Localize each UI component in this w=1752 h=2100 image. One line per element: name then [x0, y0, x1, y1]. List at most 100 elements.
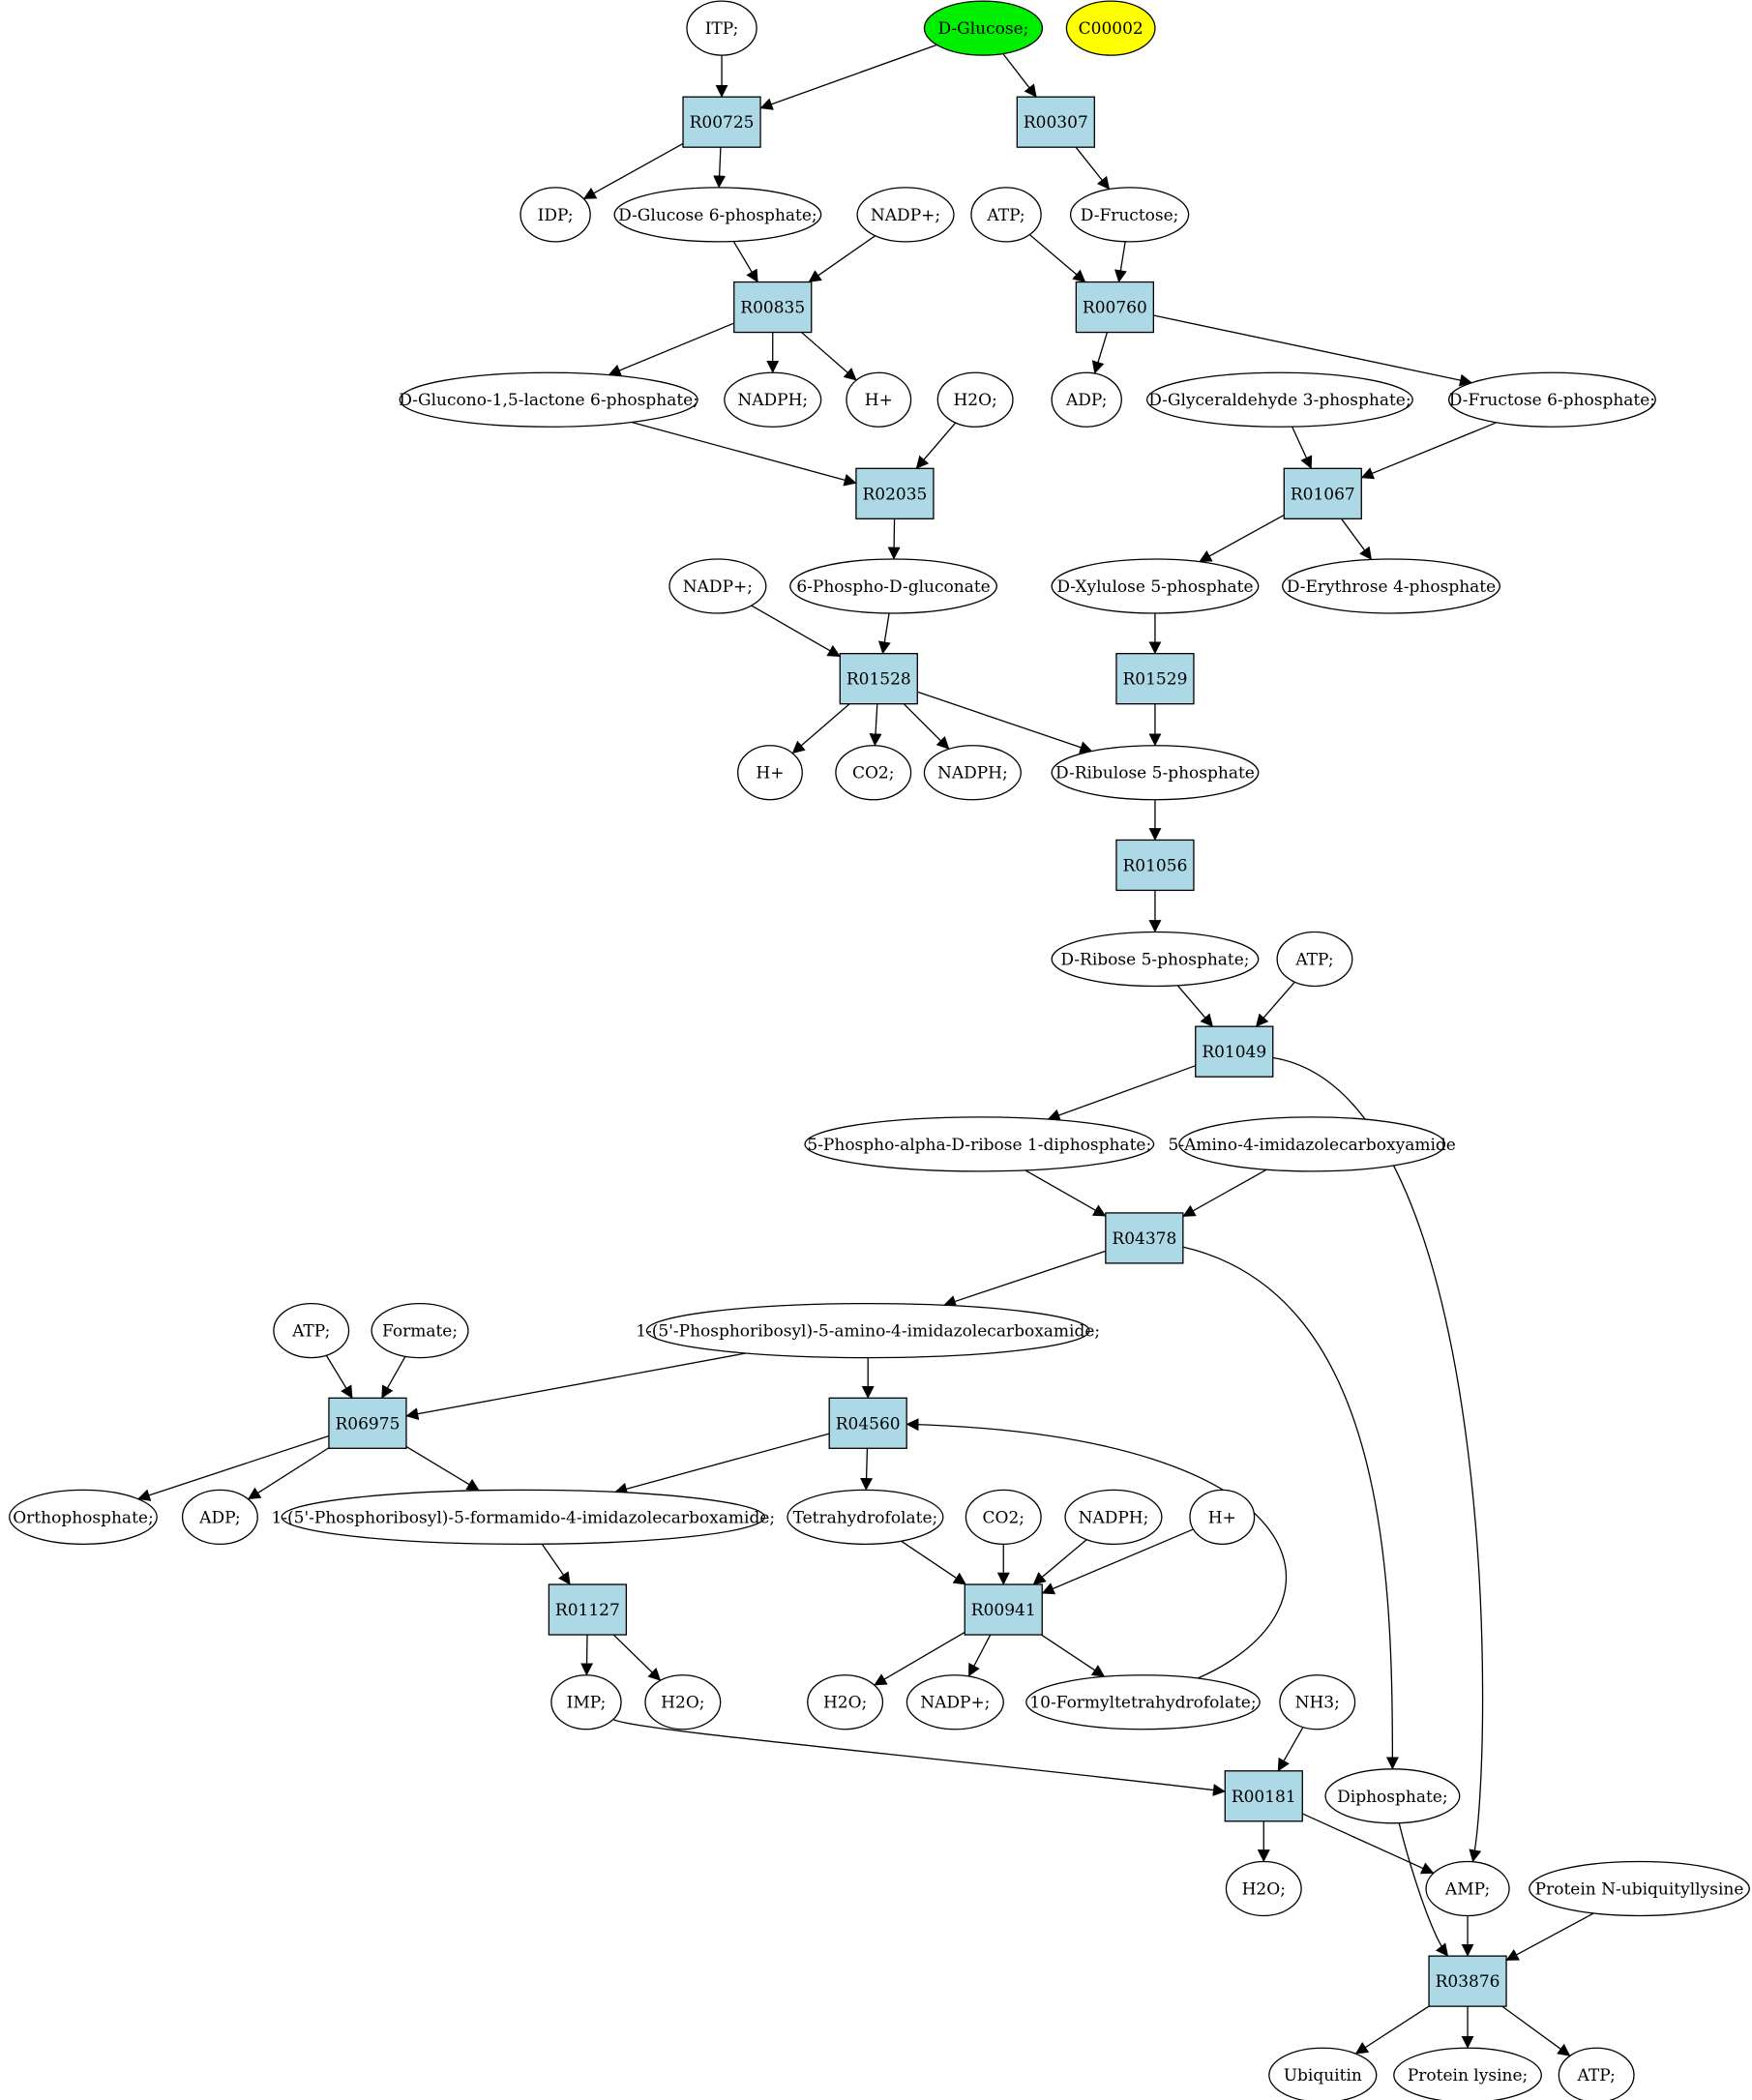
- compound-d-glucose[interactable]: D-Glucose;: [923, 0, 1044, 56]
- compound-atp-3[interactable]: ATP;: [273, 1302, 350, 1359]
- compound-aicar[interactable]: 1-(5'-Phosphoribosyl)-5-amino-4-imidazol…: [636, 1302, 1100, 1359]
- reaction-r04378[interactable]: R04378: [1105, 1212, 1184, 1264]
- compound-adp-2[interactable]: ADP;: [181, 1489, 258, 1546]
- reaction-box: [1195, 1025, 1274, 1078]
- compound-h2o-2[interactable]: H2O;: [644, 1674, 722, 1730]
- reaction-r00760[interactable]: R00760: [1075, 281, 1154, 334]
- compound-ellipse: [1145, 371, 1413, 428]
- node-label: H2O;: [823, 1694, 867, 1713]
- edge-glucono_lactone-to-r02035: [631, 421, 857, 487]
- compound-prpp[interactable]: 5-Phospho-alpha-D-ribose 1-diphosphate;: [804, 1116, 1155, 1172]
- reaction-r01056[interactable]: R01056: [1115, 839, 1195, 892]
- reaction-r00941[interactable]: R00941: [964, 1583, 1043, 1636]
- compound-atp-1[interactable]: ATP;: [970, 187, 1042, 243]
- compound-co2-1[interactable]: CO2;: [835, 745, 912, 801]
- compound-idp[interactable]: IDP;: [520, 187, 591, 243]
- compound-h2o-3[interactable]: H2O;: [807, 1674, 884, 1730]
- reaction-r06975[interactable]: R06975: [328, 1397, 407, 1449]
- node-label: R01528: [846, 670, 911, 690]
- compound-nadp-1[interactable]: NADP+;: [856, 187, 955, 243]
- compound-itp[interactable]: ITP;: [686, 0, 757, 56]
- node-label: Tetrahydrofolate;: [793, 1508, 938, 1527]
- compound-atp-2[interactable]: ATP;: [1276, 931, 1353, 988]
- edge-atp_3-to-r06975: [325, 1354, 353, 1399]
- compound-faicar[interactable]: 1-(5'-Phosphoribosyl)-5-formamido-4-imid…: [271, 1489, 775, 1546]
- compound-imp[interactable]: IMP;: [550, 1674, 622, 1730]
- compound-nadp-3[interactable]: NADP+;: [906, 1674, 1004, 1730]
- compound-fructose-6p[interactable]: D-Fructose 6-phosphate;: [1447, 371, 1656, 428]
- compound-thf[interactable]: Tetrahydrofolate;: [787, 1489, 944, 1546]
- reaction-r00307[interactable]: R00307: [1016, 96, 1095, 148]
- compound-h2o-4[interactable]: H2O;: [1225, 1860, 1302, 1917]
- compound-ellipse: [645, 1302, 1090, 1359]
- node-label: NADP+;: [920, 1694, 990, 1713]
- compound-nadph-2[interactable]: NADPH;: [923, 745, 1022, 801]
- compound-orthophosphate[interactable]: Orthophosphate;: [9, 1489, 158, 1546]
- node-label: ADP;: [1065, 391, 1107, 410]
- compound-nadp-2[interactable]: NADP+;: [668, 558, 767, 614]
- reaction-r02035[interactable]: R02035: [855, 467, 935, 519]
- compound-h2o-1[interactable]: H2O;: [936, 371, 1014, 428]
- compound-h-1[interactable]: H+: [846, 371, 912, 428]
- compound-xylulose-5p[interactable]: D-Xylulose 5-phosphate: [1051, 558, 1260, 614]
- compound-adp-1[interactable]: ADP;: [1051, 371, 1122, 428]
- compound-glucono-lactone[interactable]: D-Glucono-1,5-lactone 6-phosphate;: [399, 371, 698, 428]
- reaction-r00181[interactable]: R00181: [1224, 1770, 1303, 1822]
- compound-protein-ub-lys[interactable]: Protein N-ubiquityllysine: [1529, 1860, 1750, 1917]
- edge-protein_ub_lys-to-r03876: [1505, 1912, 1594, 1962]
- edge-r04378-to-diphosphate: [1182, 1246, 1399, 1770]
- compound-h-3[interactable]: H+: [1189, 1489, 1256, 1546]
- compound-amp[interactable]: AMP;: [1425, 1860, 1510, 1917]
- reaction-r01127[interactable]: R01127: [548, 1583, 628, 1636]
- reaction-r01529[interactable]: R01529: [1115, 653, 1195, 705]
- compound-atp-4[interactable]: ATP;: [1558, 2047, 1635, 2100]
- compound-ribulose-5p[interactable]: D-Ribulose 5-phosphate: [1051, 745, 1260, 801]
- compound-co2-2[interactable]: CO2;: [965, 1489, 1042, 1546]
- compound-nh3[interactable]: NH3;: [1279, 1674, 1356, 1730]
- compound-ellipse: [1189, 1489, 1256, 1546]
- reaction-box: [1075, 281, 1154, 334]
- compound-h-2[interactable]: H+: [737, 745, 803, 801]
- reaction-r01049[interactable]: R01049: [1195, 1025, 1274, 1078]
- edge-nadph_3-to-r00941: [1032, 1539, 1087, 1585]
- compound-d-glucose-6p[interactable]: D-Glucose 6-phosphate;: [613, 187, 822, 243]
- compound-ellipse: [686, 0, 757, 56]
- node-label: Protein N-ubiquityllysine: [1535, 1879, 1744, 1899]
- compound-ellipse: [807, 1674, 884, 1730]
- compound-ellipse: [936, 371, 1014, 428]
- compound-aica[interactable]: 5-Amino-4-imidazolecarboxyamide: [1169, 1116, 1456, 1172]
- compound-formate[interactable]: Formate;: [371, 1302, 469, 1359]
- node-label: R02035: [862, 485, 927, 504]
- compound-protein-lysine[interactable]: Protein lysine;: [1393, 2047, 1542, 2100]
- compound-ubiquitin[interactable]: Ubiquitin: [1268, 2047, 1378, 2100]
- compound-ribose-5p[interactable]: D-Ribose 5-phosphate;: [1051, 931, 1260, 988]
- node-label: R00760: [1083, 299, 1147, 318]
- compound-formyl-thf[interactable]: 10-Formyltetrahydrofolate;: [1025, 1674, 1261, 1730]
- compound-c00002[interactable]: C00002: [1065, 0, 1156, 56]
- reaction-r01067[interactable]: R01067: [1283, 467, 1362, 519]
- node-label: NADP+;: [871, 206, 940, 225]
- compound-phosphogluconate[interactable]: 6-Phospho-D-gluconate: [789, 558, 997, 614]
- compound-nadph-1[interactable]: NADPH;: [724, 371, 822, 428]
- node-label: D-Glucose;: [937, 19, 1028, 39]
- compound-nadph-3[interactable]: NADPH;: [1064, 1489, 1163, 1546]
- compound-diphosphate[interactable]: Diphosphate;: [1324, 1768, 1461, 1824]
- node-label: D-Glucose 6-phosphate;: [618, 206, 817, 225]
- edge-h2o_1-to-r02035: [915, 422, 957, 469]
- reaction-r00725[interactable]: R00725: [682, 96, 761, 148]
- compound-erythrose-4p[interactable]: D-Erythrose 4-phosphate: [1282, 558, 1500, 614]
- compound-glyceraldehyde-3p[interactable]: D-Glyceraldehyde 3-phosphate;: [1145, 371, 1413, 428]
- compound-ellipse: [724, 371, 822, 428]
- reaction-r01528[interactable]: R01528: [839, 653, 918, 705]
- node-label: 1-(5'-Phosphoribosyl)-5-formamido-4-imid…: [271, 1508, 775, 1527]
- edge-r04560-to-thf: [860, 1448, 874, 1492]
- compound-d-fructose[interactable]: D-Fructose;: [1069, 187, 1190, 243]
- compound-ellipse: [1279, 1674, 1356, 1730]
- node-label: 1-(5'-Phosphoribosyl)-5-amino-4-imidazol…: [636, 1322, 1100, 1342]
- reaction-r04560[interactable]: R04560: [828, 1397, 907, 1449]
- reaction-r00835[interactable]: R00835: [733, 281, 813, 334]
- edge-r00835-to-glucono_lactone: [608, 322, 734, 376]
- reaction-r03876[interactable]: R03876: [1428, 1955, 1507, 2007]
- edge-r01528-to-co2_1: [869, 703, 882, 747]
- compound-ellipse: [1225, 1860, 1302, 1917]
